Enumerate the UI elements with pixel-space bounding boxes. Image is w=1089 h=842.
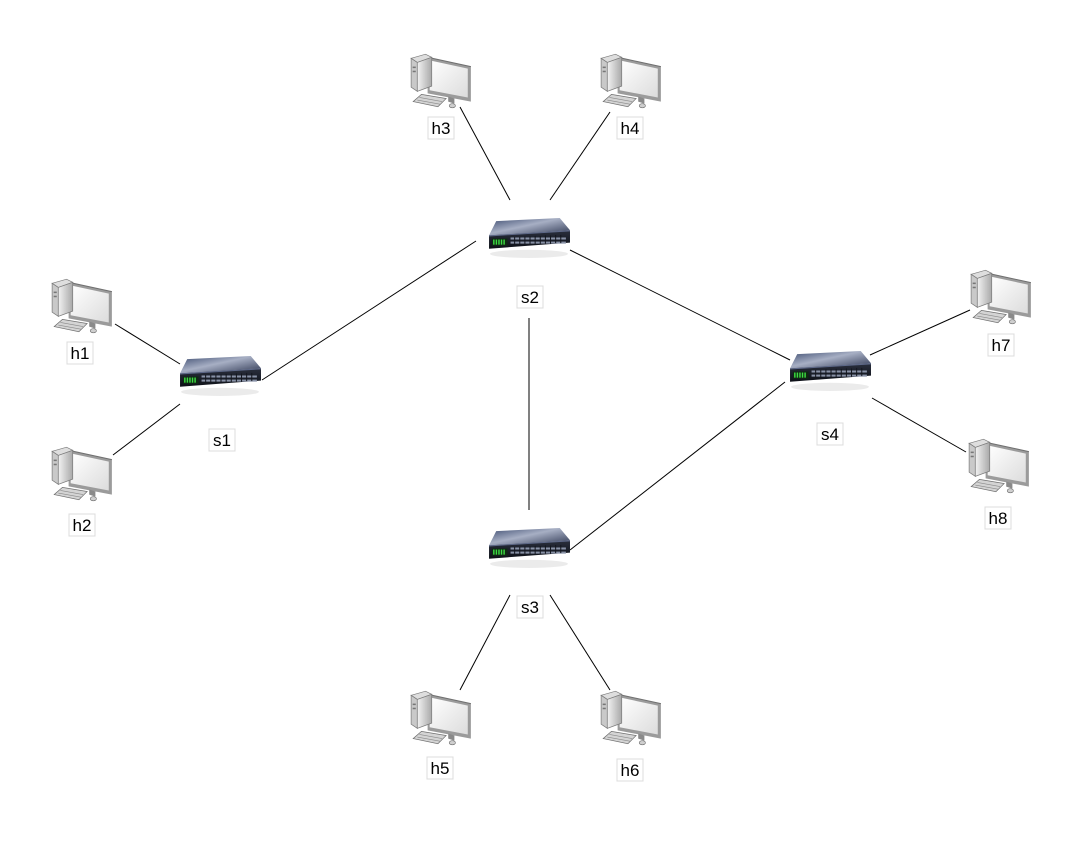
desktop-computer-icon <box>51 446 113 502</box>
host-node-h3[interactable]: h3 <box>410 53 472 140</box>
node-label-background <box>68 513 96 537</box>
link-s2-h3 <box>459 106 511 201</box>
link-s3-h6 <box>549 594 611 691</box>
host-node-h5[interactable]: h5 <box>410 690 472 780</box>
desktop-computer-icon <box>51 278 113 334</box>
network-switch-icon <box>789 351 871 392</box>
link-s2-h4 <box>549 111 611 201</box>
switch-node-s3[interactable]: s3 <box>488 528 570 619</box>
switch-node-s2[interactable]: s2 <box>488 218 570 309</box>
host-node-h2[interactable]: h2 <box>51 446 113 537</box>
desktop-computer-icon <box>970 269 1032 325</box>
node-label-background <box>427 116 455 140</box>
node-label-background <box>987 333 1015 357</box>
switch-node-s1[interactable]: s1 <box>179 356 261 452</box>
node-label-background <box>516 285 544 309</box>
link-s4-h7 <box>869 309 971 356</box>
host-node-h1[interactable]: h1 <box>51 278 113 365</box>
host-node-h4[interactable]: h4 <box>600 53 662 140</box>
link-s1-h2 <box>112 403 181 456</box>
node-label-h2: h2 <box>73 516 92 535</box>
node-label-h1: h1 <box>71 344 90 363</box>
link-s4-h8 <box>871 397 967 453</box>
desktop-computer-icon <box>410 690 472 746</box>
node-label-background <box>426 756 454 780</box>
node-label-background <box>816 422 844 446</box>
link-s3-s4 <box>569 381 786 551</box>
node-label-h4: h4 <box>621 119 640 138</box>
node-label-s4: s4 <box>821 425 839 444</box>
desktop-computer-icon <box>600 53 662 109</box>
host-node-h8[interactable]: h8 <box>968 438 1030 530</box>
switch-node-s4[interactable]: s4 <box>789 351 871 446</box>
node-label-h6: h6 <box>621 761 640 780</box>
node-label-s1: s1 <box>213 431 231 450</box>
node-label-s3: s3 <box>521 598 539 617</box>
network-switch-icon <box>179 356 261 397</box>
node-label-h8: h8 <box>989 509 1008 528</box>
node-label-background <box>616 116 644 140</box>
node-label-background <box>208 428 236 452</box>
desktop-computer-icon <box>968 438 1030 494</box>
desktop-computer-icon <box>410 53 472 109</box>
host-node-h6[interactable]: h6 <box>600 690 662 782</box>
node-label-h7: h7 <box>992 336 1011 355</box>
network-switch-icon <box>488 528 570 569</box>
link-s1-s2 <box>261 240 477 381</box>
desktop-computer-icon <box>600 690 662 746</box>
node-label-background <box>66 341 94 365</box>
link-s2-s4 <box>569 249 791 361</box>
link-s3-h5 <box>459 594 511 691</box>
network-switch-icon <box>488 218 570 259</box>
nodes-layer: s1 s2 s3 s4 h1 h2 h3 h4 h5 h6 h7 h8 <box>51 53 1032 782</box>
node-label-background <box>616 758 644 782</box>
links-layer <box>112 106 971 691</box>
node-label-background <box>516 595 544 619</box>
host-node-h7[interactable]: h7 <box>970 269 1032 357</box>
node-label-s2: s2 <box>521 288 539 307</box>
node-label-h3: h3 <box>432 119 451 138</box>
node-label-h5: h5 <box>431 759 450 778</box>
link-s1-h1 <box>114 323 181 365</box>
node-label-background <box>984 506 1012 530</box>
